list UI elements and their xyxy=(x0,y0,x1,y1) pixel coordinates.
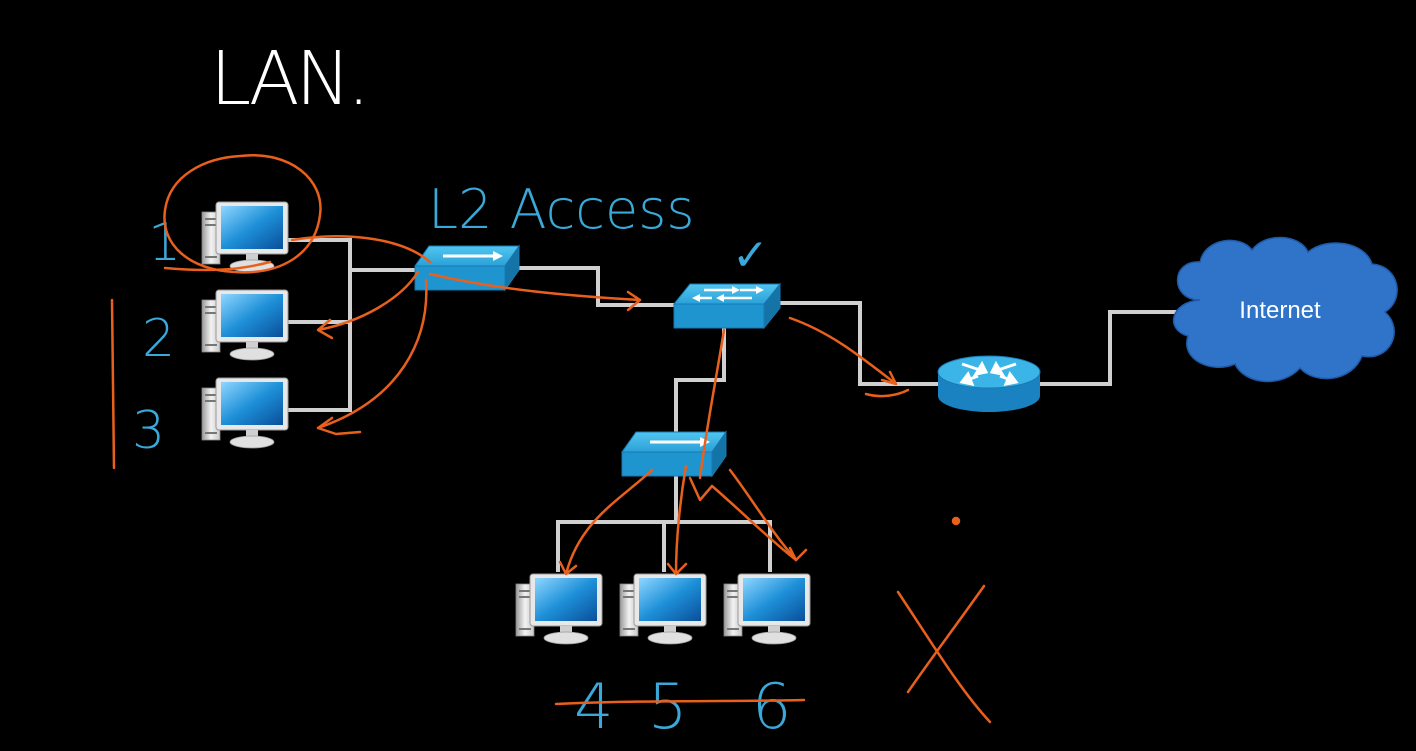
l2-access-label: L2 Access xyxy=(428,178,694,241)
flow-arrow xyxy=(316,278,428,436)
cloud-label: Internet xyxy=(1239,297,1321,324)
link-router-to-internet xyxy=(1040,310,1180,386)
link-core-to-lower-switch xyxy=(674,328,726,440)
flow-arrow xyxy=(290,235,432,264)
strike-line xyxy=(554,698,806,706)
flow-arrow xyxy=(666,464,688,576)
cross-mark xyxy=(906,584,986,694)
cross-mark xyxy=(896,590,992,724)
router-icon xyxy=(937,355,1041,412)
link-pc6 xyxy=(676,520,772,572)
desktop-pc-icon xyxy=(201,377,289,449)
flow-arrow xyxy=(316,270,420,340)
network-links xyxy=(286,238,1180,572)
highlight-circle xyxy=(163,153,322,274)
orange-annotations xyxy=(110,153,992,724)
pc-number-label: 6 xyxy=(752,670,791,743)
pc-number-label: 3 xyxy=(132,401,165,461)
core-switch-icon xyxy=(672,282,782,330)
flow-arrow xyxy=(728,468,798,562)
layer2-switch-icon xyxy=(620,430,728,478)
cloud-icon xyxy=(1172,236,1398,383)
page-title: LAN. xyxy=(210,36,366,122)
pc-number-label: 4 xyxy=(574,670,613,743)
desktop-pc-icon xyxy=(515,573,603,645)
flow-arrow xyxy=(698,328,726,480)
link-lower-switch-to-pcs xyxy=(556,475,678,572)
flow-arrow xyxy=(163,260,272,272)
layer2-switch-icon xyxy=(413,244,521,292)
link-pc1 xyxy=(286,238,352,412)
flow-arrow xyxy=(428,272,642,312)
desktop-pc-icon xyxy=(619,573,707,645)
desktop-pc-icon xyxy=(201,289,289,361)
pc-number-label: 5 xyxy=(648,670,687,743)
flow-arrow xyxy=(688,476,808,562)
flow-arrow xyxy=(788,316,898,386)
pc-number-label: 2 xyxy=(142,309,175,369)
link-l2-to-core xyxy=(518,266,676,307)
pointer-dot xyxy=(951,516,961,526)
bracket-stroke xyxy=(110,298,116,470)
checkmark-annotation: ✓ xyxy=(732,230,769,281)
link-core-to-router xyxy=(778,301,940,386)
desktop-pc-icon xyxy=(723,573,811,645)
flow-arrow xyxy=(558,468,654,576)
flow-arrow xyxy=(864,388,910,398)
desktop-pc-icon xyxy=(201,201,289,273)
